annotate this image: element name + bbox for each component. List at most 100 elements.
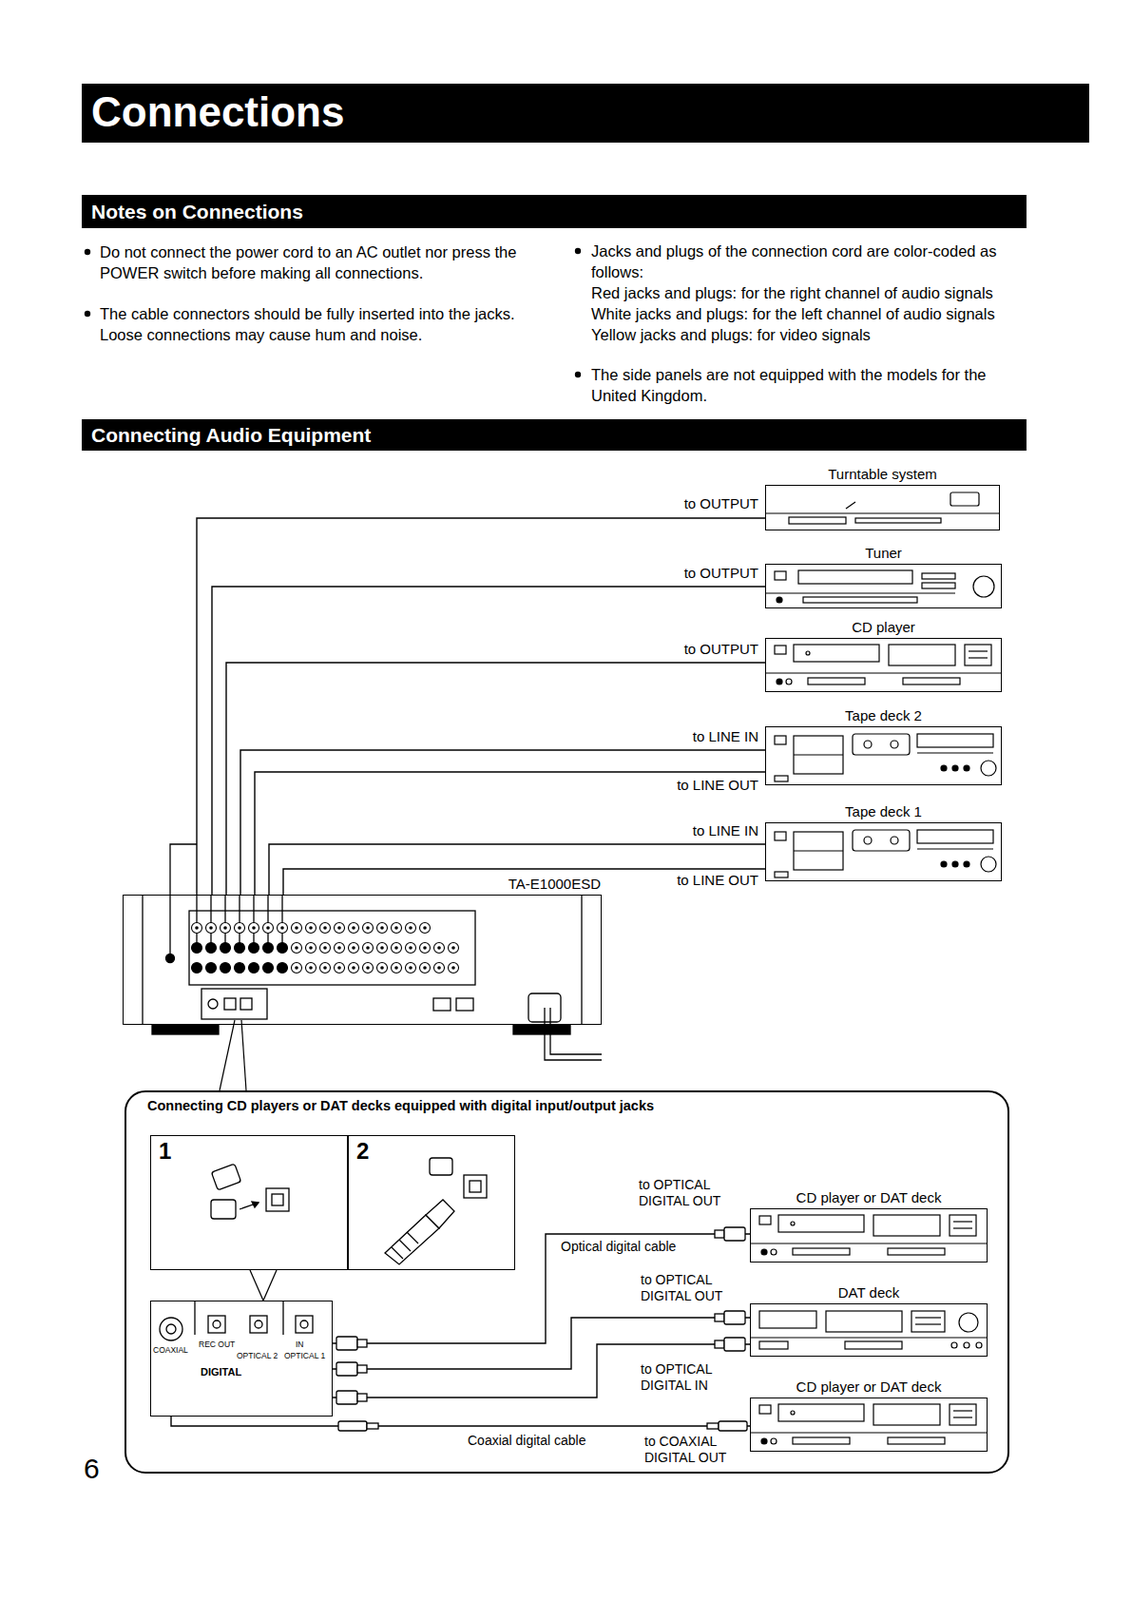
cd-player-drawing — [749, 1214, 987, 1255]
amplifier-jack — [351, 965, 356, 970]
amplifier-jack — [294, 925, 299, 930]
note-text: The cable connectors should be fully ins… — [99, 303, 526, 346]
amplifier-jack — [277, 922, 288, 934]
tuner-drawing — [921, 573, 956, 579]
tape-deck-box: Tape deck 2 — [765, 726, 1002, 786]
cable-plug — [714, 1313, 725, 1322]
amplifier-jack — [420, 922, 431, 934]
amplifier-jack — [434, 962, 445, 974]
step-illustration — [463, 1174, 487, 1198]
amplifier-jack — [251, 925, 256, 930]
amplifier-jack — [380, 945, 384, 950]
callout-wedge — [263, 1269, 277, 1301]
amplifier-jack — [363, 942, 374, 954]
section-band: Notes on Connections — [81, 194, 1027, 229]
turntable-drawing — [765, 492, 1000, 524]
amplifier-jack — [234, 922, 246, 934]
amplifier-jack — [223, 925, 228, 930]
step-illustration — [211, 1157, 487, 1265]
cable-plug — [357, 1339, 367, 1347]
cable-plug — [714, 1229, 725, 1238]
cd-player-box: CD player or DAT deck — [749, 1208, 988, 1263]
amplifier-drawing — [513, 1024, 571, 1035]
amplifier-jack — [306, 922, 317, 934]
amplifier-jack — [220, 962, 231, 974]
cable-label: Coaxial digital cable — [465, 1432, 589, 1449]
page-title: Connections — [91, 87, 345, 138]
amplifier-jack — [422, 945, 427, 950]
amplifier-drawing — [152, 1024, 219, 1035]
note-text: Do not connect the power cord to an AC o… — [99, 241, 526, 284]
amplifier-jack — [377, 942, 388, 954]
section-band: Connecting Audio Equipment — [81, 419, 1027, 451]
tape-deck-drawing — [774, 829, 997, 878]
step-number: 2 — [356, 1137, 369, 1166]
tuner-drawing — [803, 596, 918, 603]
amplifier-jack — [337, 965, 342, 970]
note-text: White jacks and plugs: for the left chan… — [591, 303, 1086, 325]
amplifier-jack — [220, 922, 231, 934]
amplifier-jack — [320, 942, 331, 954]
cd-player-box: CD player or DAT deck — [749, 1397, 988, 1452]
amplifier-jack — [365, 925, 370, 930]
amplifier-jack — [394, 925, 399, 930]
step-illustration — [429, 1157, 453, 1175]
amplifier-jack — [434, 942, 445, 954]
amplifier-jack — [206, 942, 217, 954]
dat-deck-box: DAT deck — [749, 1303, 988, 1357]
device-label: Tape deck 2 — [844, 707, 922, 725]
step-illustration — [211, 1163, 241, 1190]
amplifier-jack — [380, 925, 384, 930]
jack-label: COAXIAL — [153, 1344, 189, 1355]
amplifier-jack — [280, 925, 285, 930]
digital-jack — [249, 1315, 268, 1333]
device-label: Turntable system — [827, 465, 938, 483]
amplifier-jack — [234, 942, 246, 954]
tuner-drawing — [798, 570, 913, 584]
amplifier-jack — [337, 945, 342, 950]
connection-cable — [240, 749, 766, 895]
cd-player-drawing — [749, 1403, 987, 1444]
amplifier-jack — [206, 962, 217, 974]
amplifier-jack — [291, 922, 303, 934]
amplifier-jack — [334, 922, 346, 934]
connection-cable — [268, 844, 766, 895]
tuner-drawing — [765, 592, 956, 594]
amplifier-jack — [351, 945, 356, 950]
step-illustration — [251, 1201, 259, 1208]
cable-label: Optical digital cable — [558, 1238, 678, 1255]
amplifier-jack-wire — [267, 894, 269, 943]
cd-player-drawing — [765, 644, 1002, 685]
bullet-dot — [575, 248, 581, 254]
amplifier-jack — [320, 922, 331, 934]
amplifier-jack — [291, 962, 303, 974]
cable-label: to LINE OUT — [674, 776, 761, 794]
amplifier-jack — [308, 945, 313, 950]
digital-jack — [254, 1320, 263, 1328]
amplifier-jack — [294, 945, 299, 950]
amplifier-jack — [191, 962, 203, 974]
tuner-box: Tuner — [765, 563, 1002, 609]
amplifier-jack — [323, 945, 327, 950]
connection-cable — [254, 771, 766, 895]
cable-plug — [707, 1422, 719, 1429]
amplifier-jack — [437, 945, 442, 950]
amplifier-jack — [249, 942, 260, 954]
cable-label: to LINE IN — [690, 728, 761, 746]
amplifier-jack — [363, 922, 374, 934]
amplifier-jack — [448, 962, 460, 974]
amplifier-jack — [394, 965, 399, 970]
amplifier-jack — [263, 922, 274, 934]
step-illustration — [271, 1193, 284, 1206]
jack-label: IN — [295, 1339, 305, 1349]
note-text: The side panels are not equipped with th… — [591, 364, 1015, 406]
amplifier-jack — [277, 962, 288, 974]
cable-label: to OUTPUT — [682, 640, 761, 658]
cable-plug — [336, 1362, 358, 1376]
step-illustration — [211, 1199, 236, 1219]
amplifier-jack — [405, 922, 417, 934]
amplifier-jack — [377, 922, 388, 934]
amplifier-jack — [348, 962, 360, 974]
